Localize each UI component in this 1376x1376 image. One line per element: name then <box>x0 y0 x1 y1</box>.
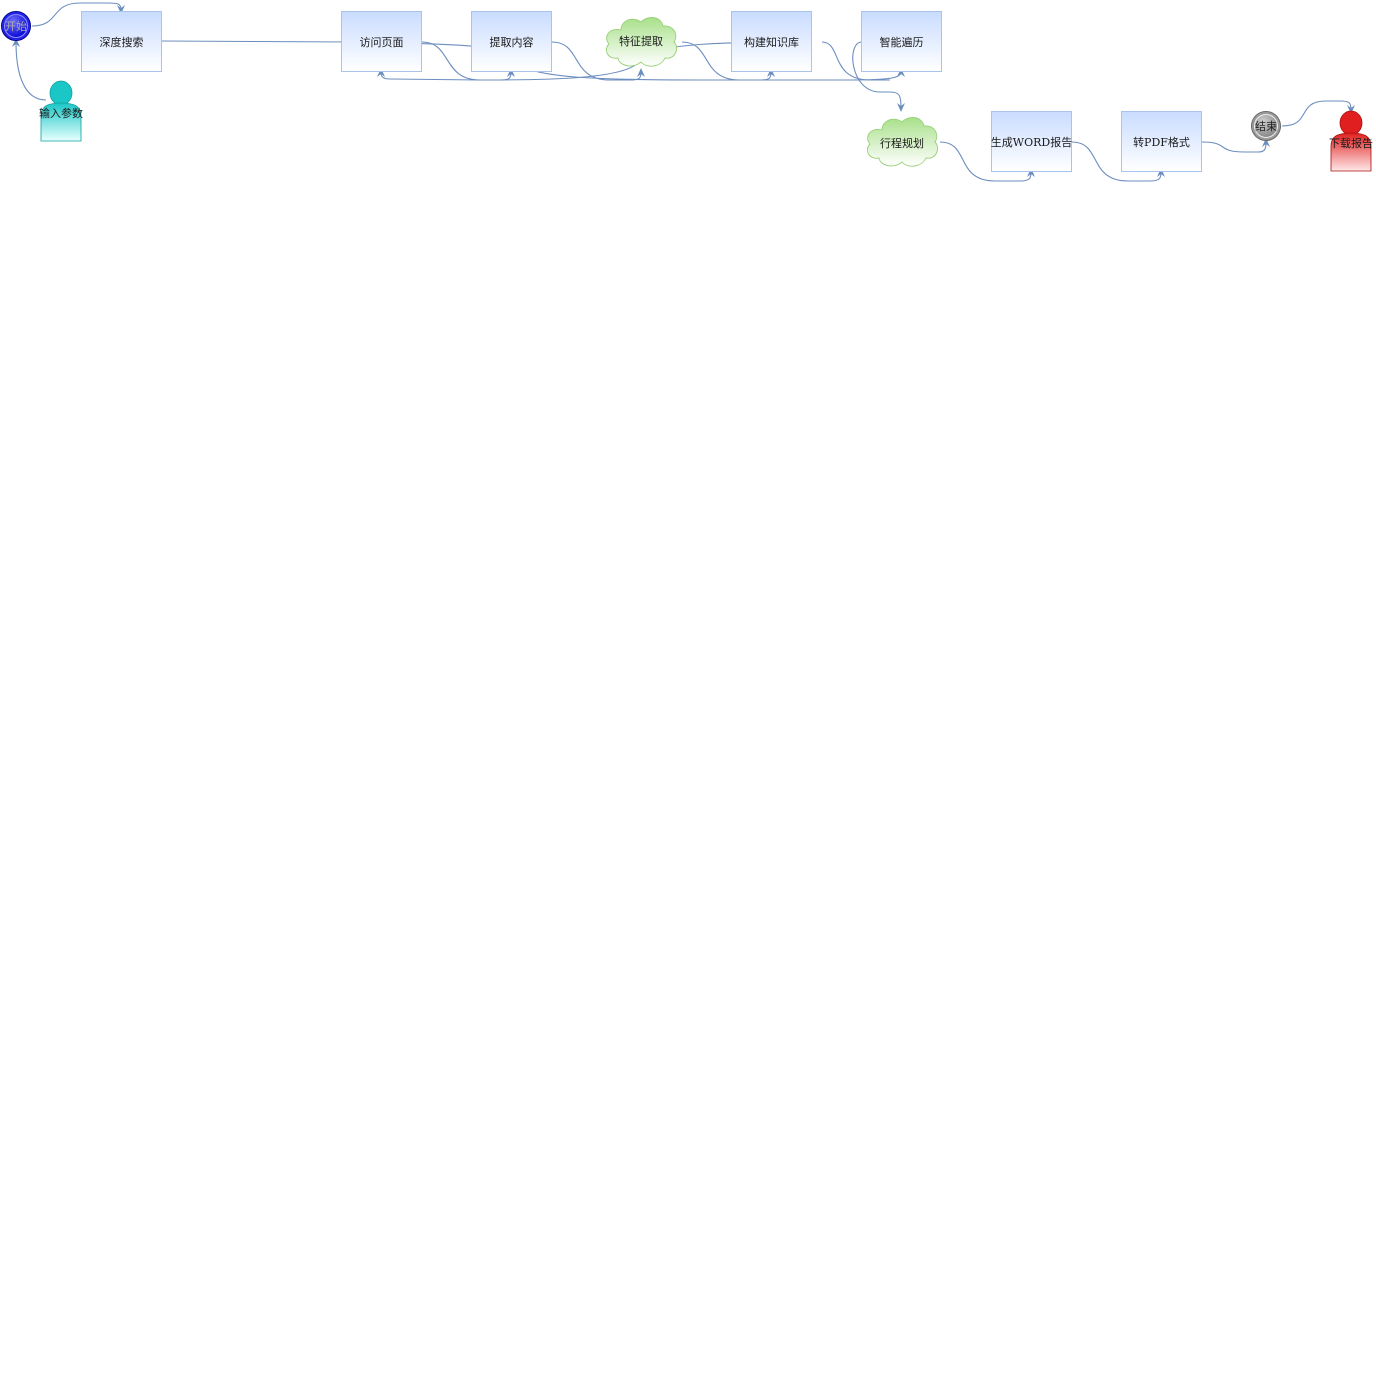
deep-search-node[interactable]: 深度搜索 <box>81 11 162 72</box>
person-icon <box>1330 110 1372 172</box>
visit-page-label: 访问页面 <box>359 35 404 49</box>
build-kb-node[interactable]: 构建知识库 <box>731 11 812 72</box>
to-pdf-label: 转PDF格式 <box>1133 135 1190 149</box>
cloud-shape-icon <box>606 17 677 67</box>
cloud-shape-icon <box>867 117 938 167</box>
download-report-actor[interactable]: 下载报告 <box>1329 110 1373 172</box>
extract-content-node[interactable]: 提取内容 <box>471 11 552 72</box>
end-node[interactable]: 结束 <box>1251 111 1281 141</box>
input-params-actor[interactable]: 输入参数 <box>39 80 83 142</box>
start-node[interactable]: 开始 <box>1 11 31 41</box>
input-params-label: 输入参数 <box>39 107 83 120</box>
feature-extract-label: 特征提取 <box>619 35 663 48</box>
feature-extract-node[interactable]: 特征提取 <box>603 14 679 70</box>
trip-plan-label: 行程规划 <box>880 137 924 150</box>
smart-traverse-label: 智能遍历 <box>879 35 924 49</box>
visit-page-node[interactable]: 访问页面 <box>341 11 422 72</box>
extract-content-label: 提取内容 <box>489 35 534 49</box>
build-kb-label: 构建知识库 <box>744 35 799 49</box>
edge-pdf-to-end <box>1201 138 1270 153</box>
trip-plan-node[interactable]: 行程规划 <box>864 114 940 170</box>
gen-word-label: 生成WORD报告 <box>990 135 1073 149</box>
smart-traverse-node[interactable]: 智能遍历 <box>861 11 942 72</box>
start-node-label: 开始 <box>5 20 27 33</box>
deep-search-label: 深度搜索 <box>99 35 144 49</box>
download-report-label: 下载报告 <box>1329 137 1373 150</box>
gen-word-node[interactable]: 生成WORD报告 <box>991 111 1072 172</box>
to-pdf-node[interactable]: 转PDF格式 <box>1121 111 1202 172</box>
end-node-label: 结束 <box>1255 120 1277 133</box>
person-icon <box>40 80 82 142</box>
